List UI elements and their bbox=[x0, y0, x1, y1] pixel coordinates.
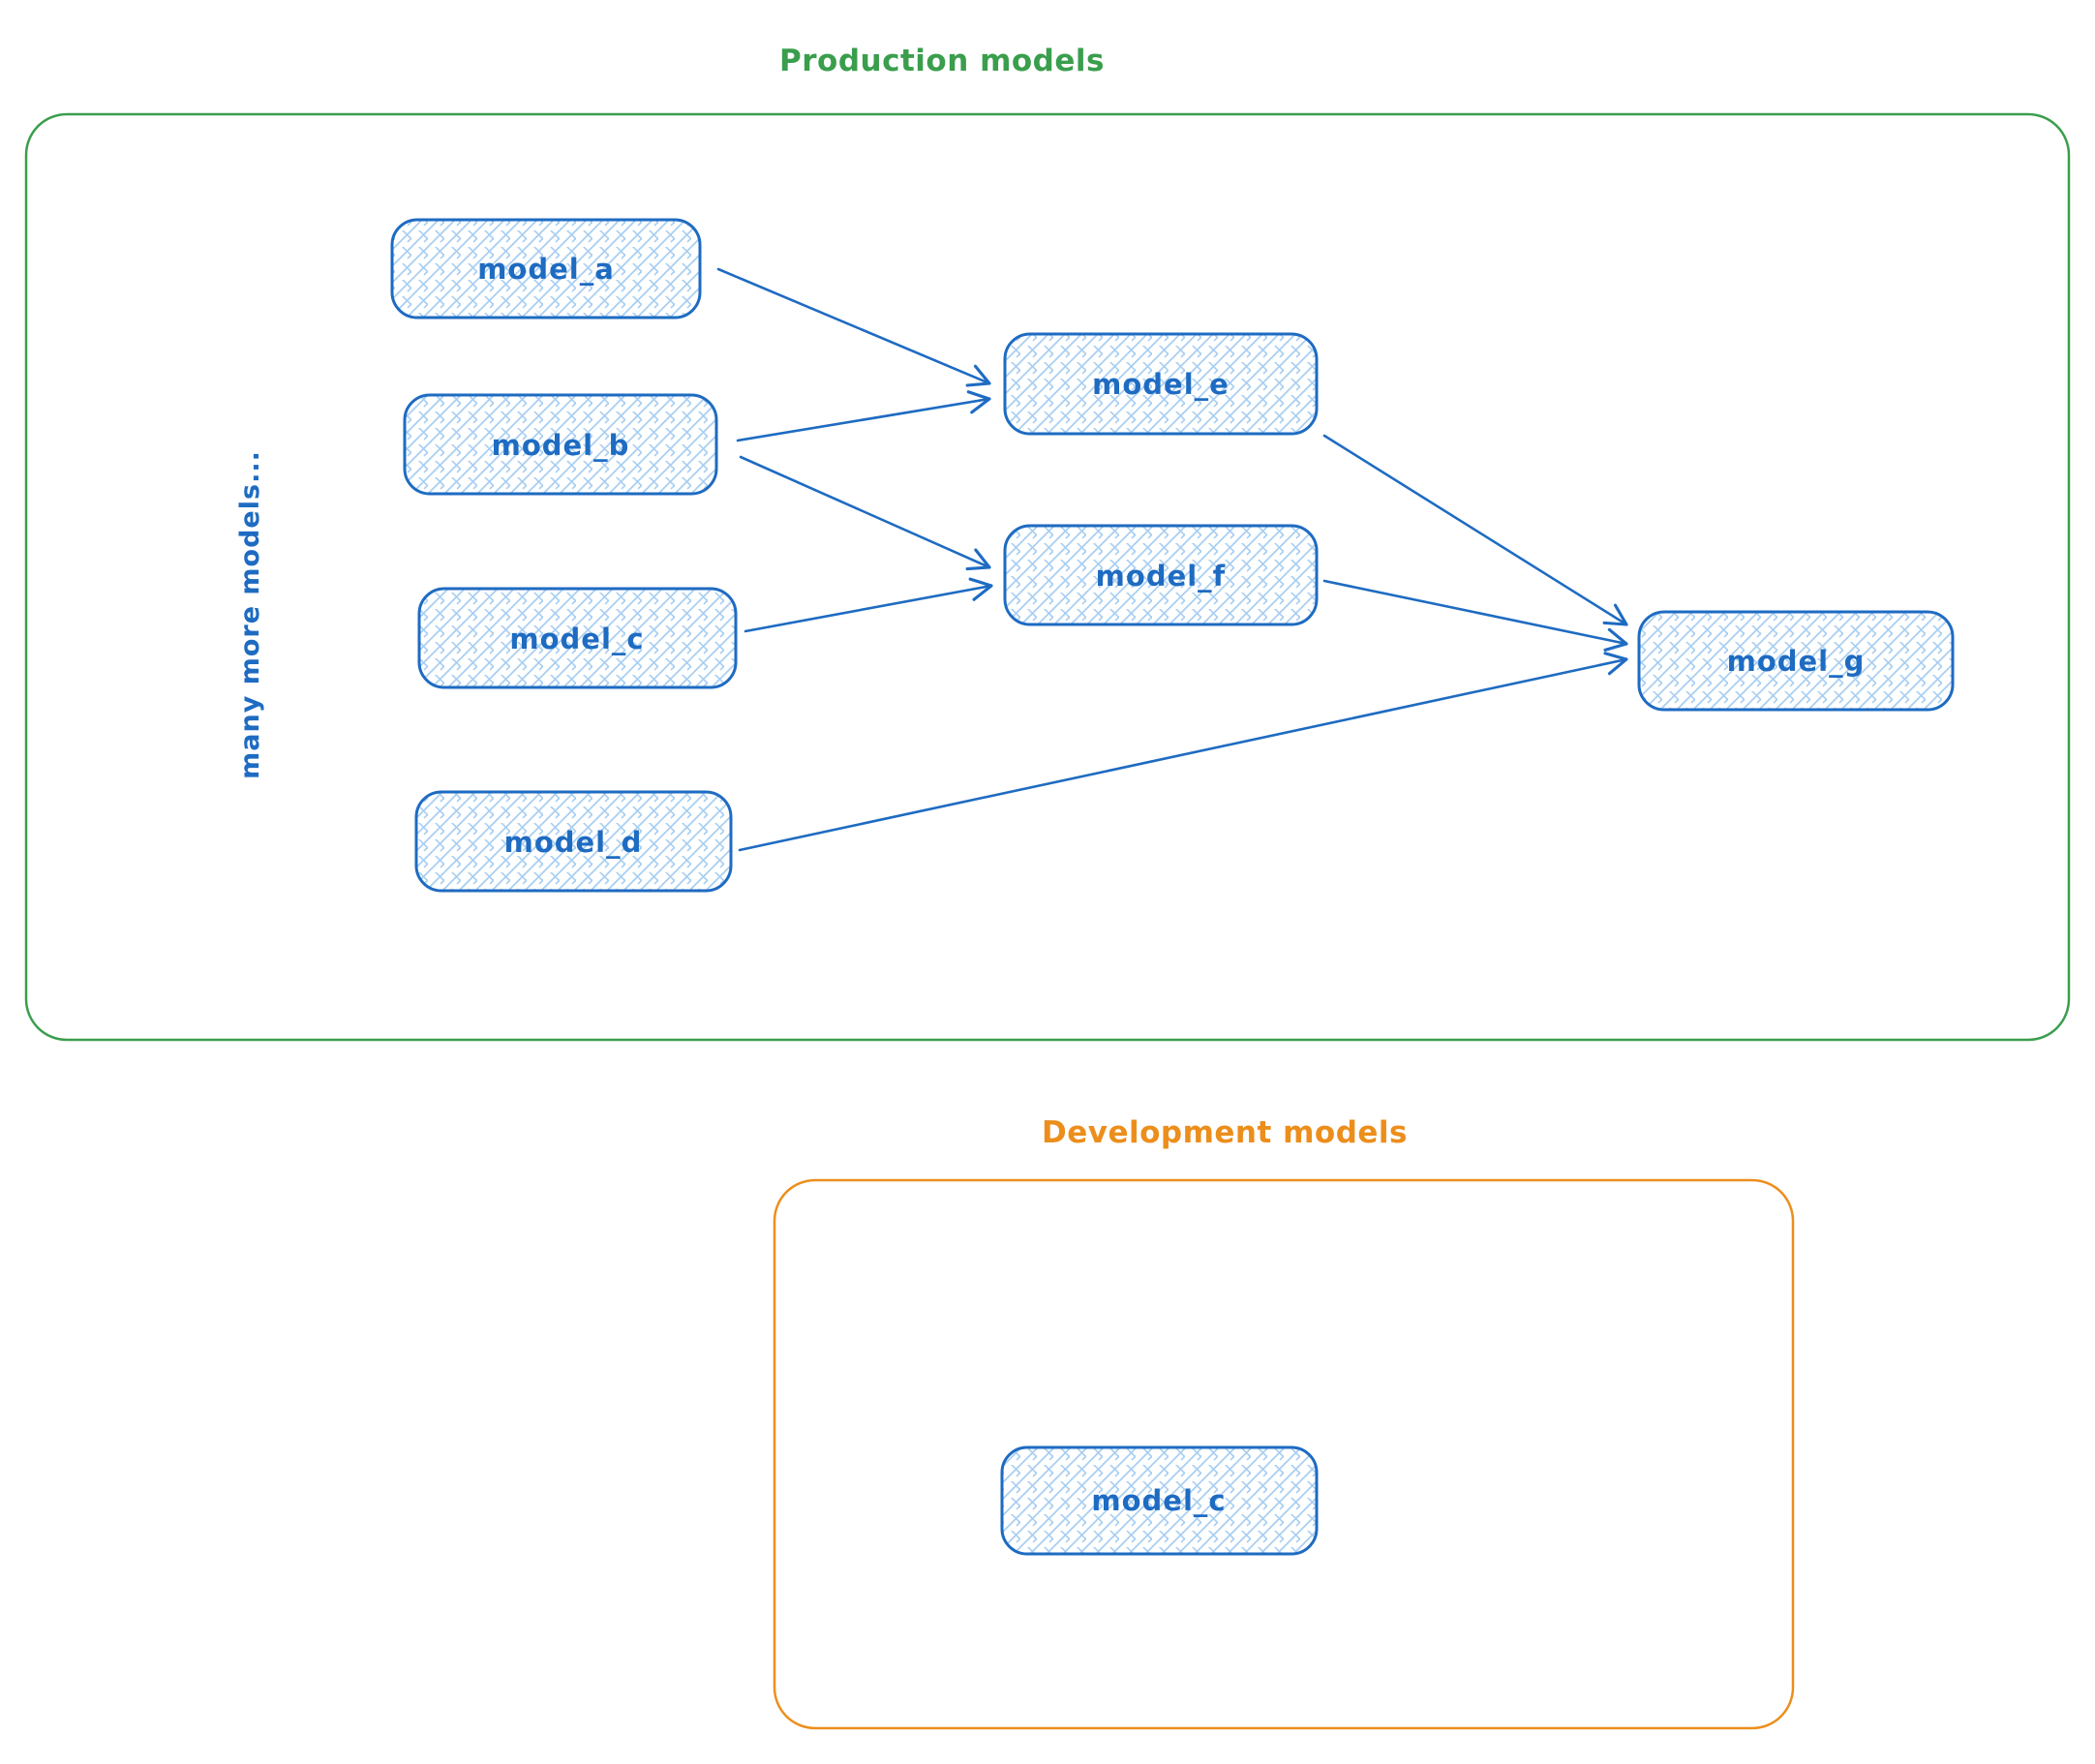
node-model_c[interactable]: model_c bbox=[417, 587, 738, 689]
node-dev-model_c-box[interactable] bbox=[1000, 1445, 1319, 1556]
edge-model_f-model_g[interactable] bbox=[1322, 579, 1628, 652]
edge-model_c-model_f[interactable] bbox=[744, 577, 993, 633]
many-more-models-label: many more models... bbox=[235, 450, 265, 779]
node-model_e[interactable]: model_e bbox=[1003, 332, 1319, 436]
development-frame-title: Development models bbox=[1042, 1115, 1408, 1150]
node-model_b-box[interactable] bbox=[403, 393, 718, 496]
edge-model_b-model_e[interactable] bbox=[736, 390, 991, 442]
production-frame[interactable] bbox=[24, 112, 2071, 1042]
node-dev-model_c-label: model_c bbox=[1091, 1484, 1226, 1517]
node-model_g-box[interactable] bbox=[1637, 610, 1955, 712]
edge-group bbox=[716, 267, 1628, 852]
development-frame[interactable] bbox=[773, 1178, 1795, 1730]
edge-model_a-model_e[interactable] bbox=[716, 267, 991, 387]
node-model_e-box[interactable] bbox=[1003, 332, 1319, 436]
node-dev-model_c[interactable]: model_c bbox=[1000, 1445, 1319, 1556]
node-model_a[interactable]: model_a bbox=[390, 218, 702, 319]
node-model_c-label: model_c bbox=[509, 623, 644, 655]
node-model_d-box[interactable] bbox=[414, 790, 733, 893]
node-model_a-label: model_a bbox=[477, 253, 615, 286]
node-model_f-label: model_f bbox=[1096, 560, 1227, 593]
node-model_e-label: model_e bbox=[1092, 368, 1230, 401]
node-model_b[interactable]: model_b bbox=[403, 393, 718, 496]
node-model_f[interactable]: model_f bbox=[1003, 524, 1319, 626]
node-model_f-box[interactable] bbox=[1003, 524, 1319, 626]
node-model_a-box[interactable] bbox=[390, 218, 702, 319]
node-model_c-box[interactable] bbox=[417, 587, 738, 689]
edge-model_d-model_g[interactable] bbox=[738, 652, 1628, 852]
production-frame-title: Production models bbox=[779, 44, 1105, 78]
node-model_b-label: model_b bbox=[492, 429, 630, 462]
node-model_g[interactable]: model_g bbox=[1637, 610, 1955, 712]
node-model_d[interactable]: model_d bbox=[414, 790, 733, 893]
node-model_d-label: model_d bbox=[504, 826, 643, 859]
node-model_g-label: model_g bbox=[1727, 645, 1866, 678]
edge-model_e-model_g[interactable] bbox=[1322, 434, 1628, 626]
edge-model_b-model_f[interactable] bbox=[739, 455, 991, 571]
